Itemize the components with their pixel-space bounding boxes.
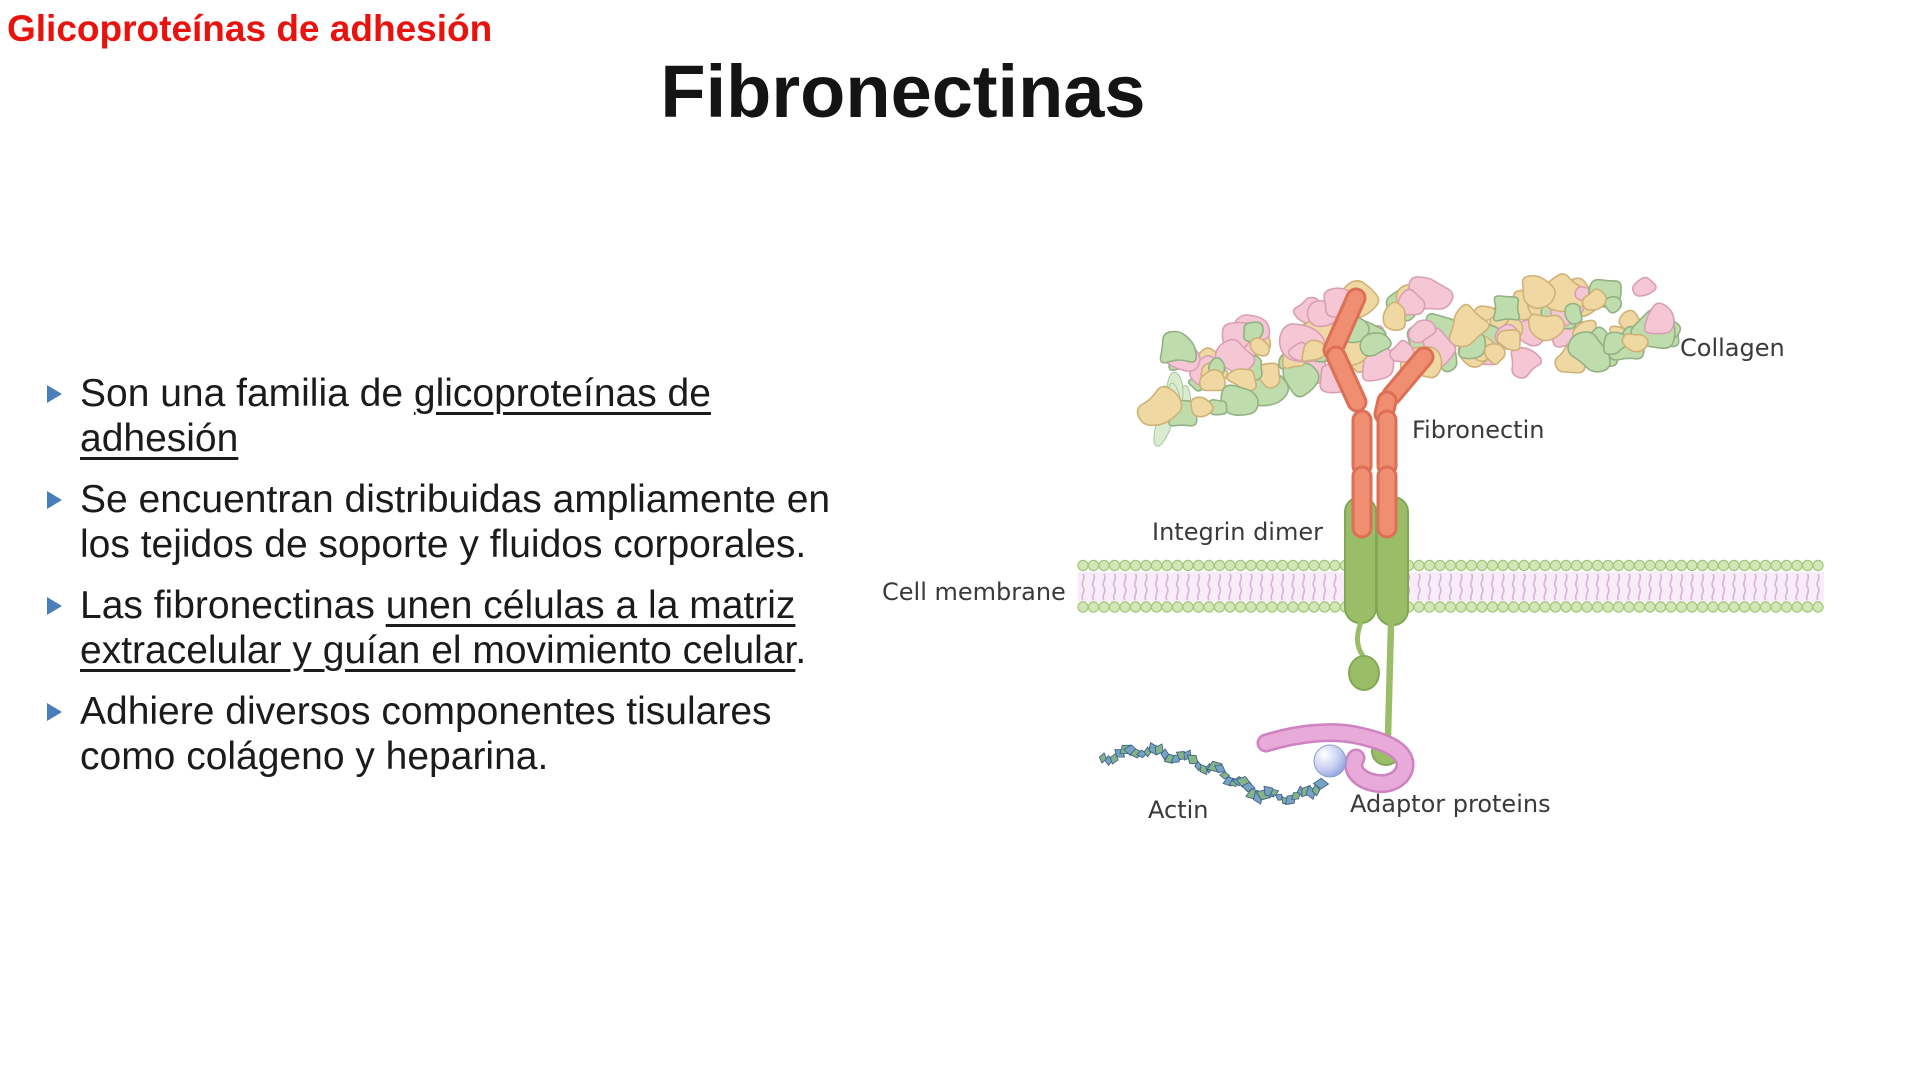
- bullet-triangle-icon: [47, 491, 62, 509]
- actin-label: Actin: [1148, 796, 1208, 824]
- bullet-text: Se encuentran distribuidas ampliamente e…: [80, 478, 831, 566]
- cell-membrane-label: Cell membrane: [882, 578, 1066, 606]
- integrin-dimer-label: Integrin dimer: [1152, 518, 1323, 546]
- bullet-marker: [47, 371, 80, 403]
- slide-header: Glicoproteínas de adhesión: [7, 8, 493, 49]
- fibronectin-diagram: Collagen Fibronectin Integrin dimer Cell…: [882, 273, 1824, 824]
- bullet-marker: [47, 477, 80, 509]
- cell-membrane: [1077, 559, 1824, 613]
- bullet-triangle-icon: [47, 385, 62, 403]
- adaptor-proteins-label: Adaptor proteins: [1350, 790, 1551, 818]
- fibronectin-label: Fibronectin: [1412, 416, 1544, 444]
- integrin-dimer: [1344, 465, 1409, 766]
- bullet-item: Se encuentran distribuidas ampliamente e…: [47, 477, 830, 567]
- actin-filament: [1098, 742, 1330, 806]
- bullet-marker: [47, 583, 80, 615]
- fibronectin-molecule: [1322, 287, 1435, 477]
- bullet-item: Las fibronectinas unen células a la matr…: [47, 583, 830, 673]
- bullet-triangle-icon: [47, 597, 62, 615]
- slide-title: Fibronectinas: [660, 50, 1146, 133]
- adaptor-proteins: [1256, 723, 1415, 794]
- collagen-label: Collagen: [1680, 334, 1785, 362]
- bullet-triangle-icon: [47, 703, 62, 721]
- diagram-artwork: [1077, 273, 1824, 806]
- bullet-text: Las fibronectinas unen células a la matr…: [80, 584, 807, 672]
- bullet-marker: [47, 689, 80, 721]
